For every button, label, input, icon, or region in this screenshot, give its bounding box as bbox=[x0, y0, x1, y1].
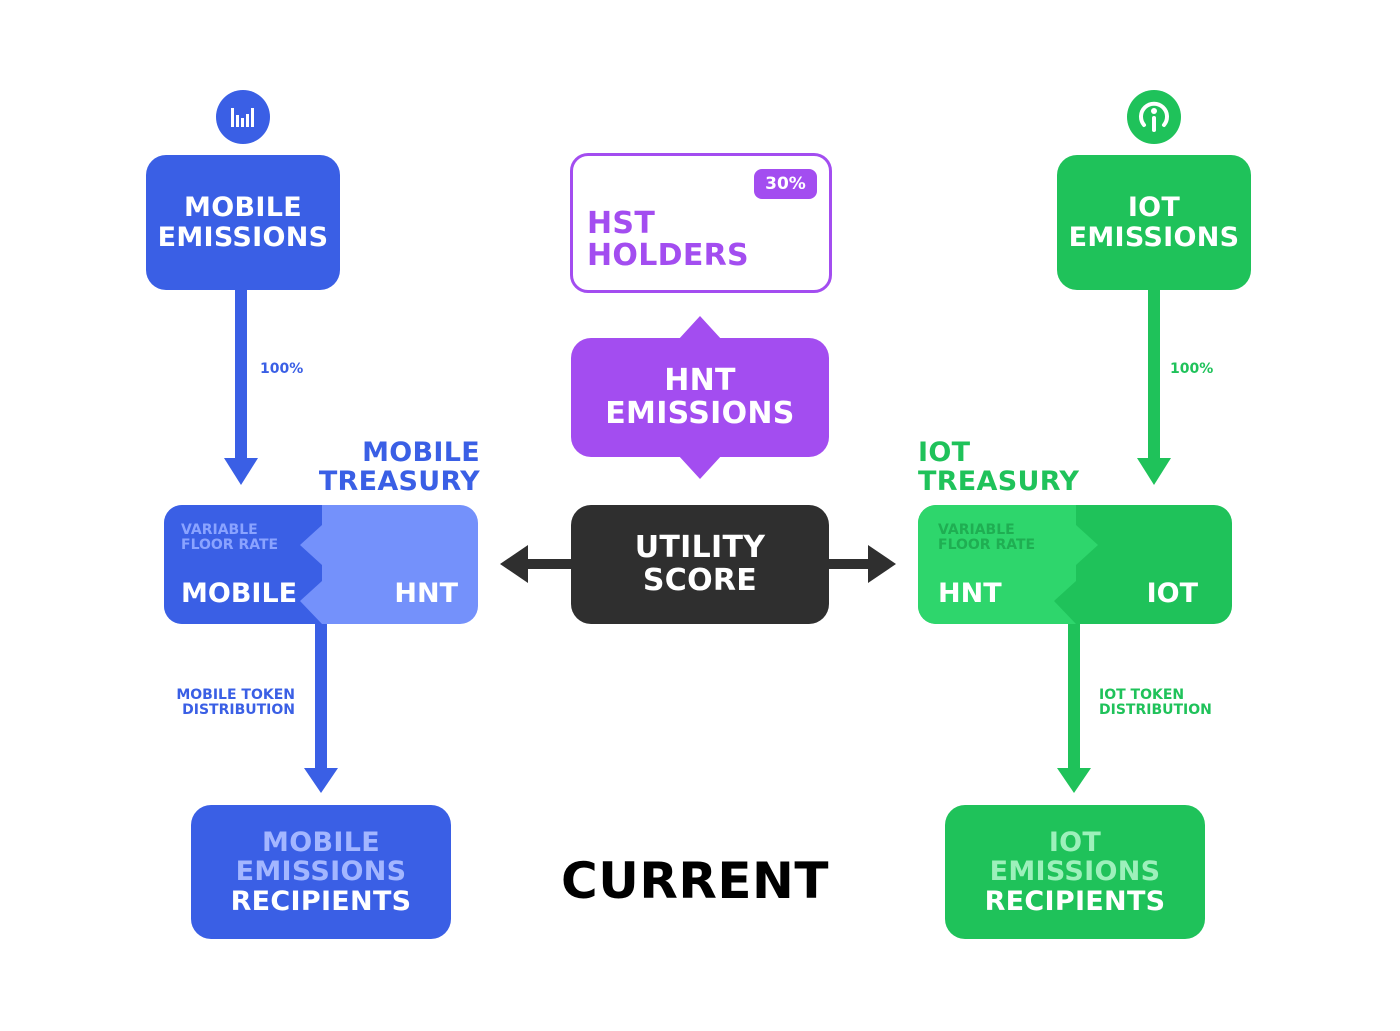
mobile-note-line2: FLOOR RATE bbox=[181, 537, 279, 554]
hst-holders-line1: HST bbox=[587, 206, 656, 241]
iot-treasury-box: VARIABLE FLOOR RATE HNT IOT bbox=[918, 505, 1232, 624]
hst-holders-box: 30% HST HOLDERS bbox=[570, 153, 832, 293]
iot-note-line2: FLOOR RATE bbox=[938, 537, 1036, 554]
iot-treasury-right-token: IOT bbox=[1146, 578, 1198, 609]
mobile-recipients-line3: RECIPIENTS bbox=[230, 885, 412, 917]
iot-note-line1: VARIABLE bbox=[938, 522, 1015, 538]
iot-floor-rate-note: VARIABLE FLOOR RATE bbox=[938, 522, 1036, 554]
iot-flow-percent: 100% bbox=[1170, 361, 1214, 377]
hnt-emissions-line2: EMISSIONS bbox=[605, 395, 795, 431]
iot-emissions-box: IOT EMISSIONS bbox=[1057, 155, 1251, 290]
utility-right-arrow bbox=[826, 545, 896, 583]
mobile-emissions-arrow bbox=[224, 288, 258, 485]
hnt-emissions-box: HNT EMISSIONS bbox=[571, 338, 829, 457]
iot-emissions-arrow bbox=[1137, 288, 1171, 485]
iot-treasury-title1: IOT bbox=[918, 437, 971, 468]
utility-score-line2: SCORE bbox=[642, 562, 758, 598]
utility-score-box: UTILITY SCORE bbox=[571, 505, 829, 624]
hst-percent-badge: 30% bbox=[754, 169, 817, 199]
mobile-treasury-right-token: HNT bbox=[394, 578, 458, 609]
iot-distribution-line2: DISTRIBUTION bbox=[1099, 702, 1212, 719]
iot-distribution-line1: IOT TOKEN bbox=[1099, 687, 1185, 703]
iot-emissions-line2: EMISSIONS bbox=[1068, 221, 1240, 253]
mobile-emissions-line2: EMISSIONS bbox=[157, 221, 329, 253]
mobile-treasury-title1: MOBILE bbox=[362, 437, 480, 468]
iot-treasury-left-token: HNT bbox=[938, 578, 1002, 609]
mobile-floor-rate-note: VARIABLE FLOOR RATE bbox=[181, 522, 279, 554]
mobile-recipients-line2: EMISSIONS bbox=[235, 856, 407, 888]
mobile-recipients-box: MOBILE EMISSIONS RECIPIENTS bbox=[191, 805, 451, 939]
iot-recipients-line1: IOT bbox=[1048, 827, 1102, 859]
mobile-emissions-line1: MOBILE bbox=[184, 192, 302, 224]
iot-recipients-box: IOT EMISSIONS RECIPIENTS bbox=[945, 805, 1205, 939]
hst-holders-line2: HOLDERS bbox=[587, 238, 749, 274]
mobile-treasury-box: VARIABLE FLOOR RATE MOBILE HNT bbox=[164, 505, 478, 624]
hnt-emissions-line1: HNT bbox=[664, 363, 736, 399]
mobile-note-line1: VARIABLE bbox=[181, 522, 258, 538]
hnt-emissions-top-tip bbox=[678, 316, 722, 340]
utility-score-line1: UTILITY bbox=[634, 530, 766, 566]
iot-treasury-title2: TREASURY bbox=[918, 466, 1080, 498]
hnt-emissions-bottom-tip bbox=[678, 455, 722, 479]
utility-left-arrow bbox=[500, 545, 574, 583]
iot-distribution-label: IOT TOKEN DISTRIBUTION bbox=[1099, 687, 1212, 719]
mobile-distribution-label: MOBILE TOKEN DISTRIBUTION bbox=[150, 687, 295, 719]
mobile-treasury-left-token: MOBILE bbox=[181, 578, 298, 609]
mobile-distribution-line1: MOBILE TOKEN bbox=[176, 687, 295, 703]
iot-treasury-split bbox=[918, 505, 1098, 624]
iot-recipients-line3: RECIPIENTS bbox=[984, 885, 1166, 917]
mobile-treasury-heading: MOBILE TREASURY bbox=[300, 438, 480, 496]
iot-treasury-heading: IOT TREASURY bbox=[918, 438, 1079, 496]
bar-chart-icon bbox=[216, 90, 270, 144]
mobile-distribution-line2: DISTRIBUTION bbox=[182, 702, 295, 719]
hst-holders-title: HST HOLDERS bbox=[587, 206, 749, 274]
iot-distribution-arrow bbox=[1057, 620, 1091, 793]
mobile-treasury-split bbox=[164, 505, 322, 624]
iot-emissions-line1: IOT bbox=[1127, 192, 1181, 224]
iot-recipients-line2: EMISSIONS bbox=[989, 856, 1161, 888]
caption-current: CURRENT bbox=[561, 852, 829, 910]
mobile-recipients-line1: MOBILE bbox=[262, 827, 380, 859]
mobile-emissions-box: MOBILE EMISSIONS bbox=[146, 155, 340, 290]
mobile-treasury-title2: TREASURY bbox=[318, 466, 480, 498]
mobile-distribution-arrow bbox=[304, 620, 338, 793]
mobile-flow-percent: 100% bbox=[260, 361, 304, 377]
hotspot-icon bbox=[1127, 90, 1181, 144]
